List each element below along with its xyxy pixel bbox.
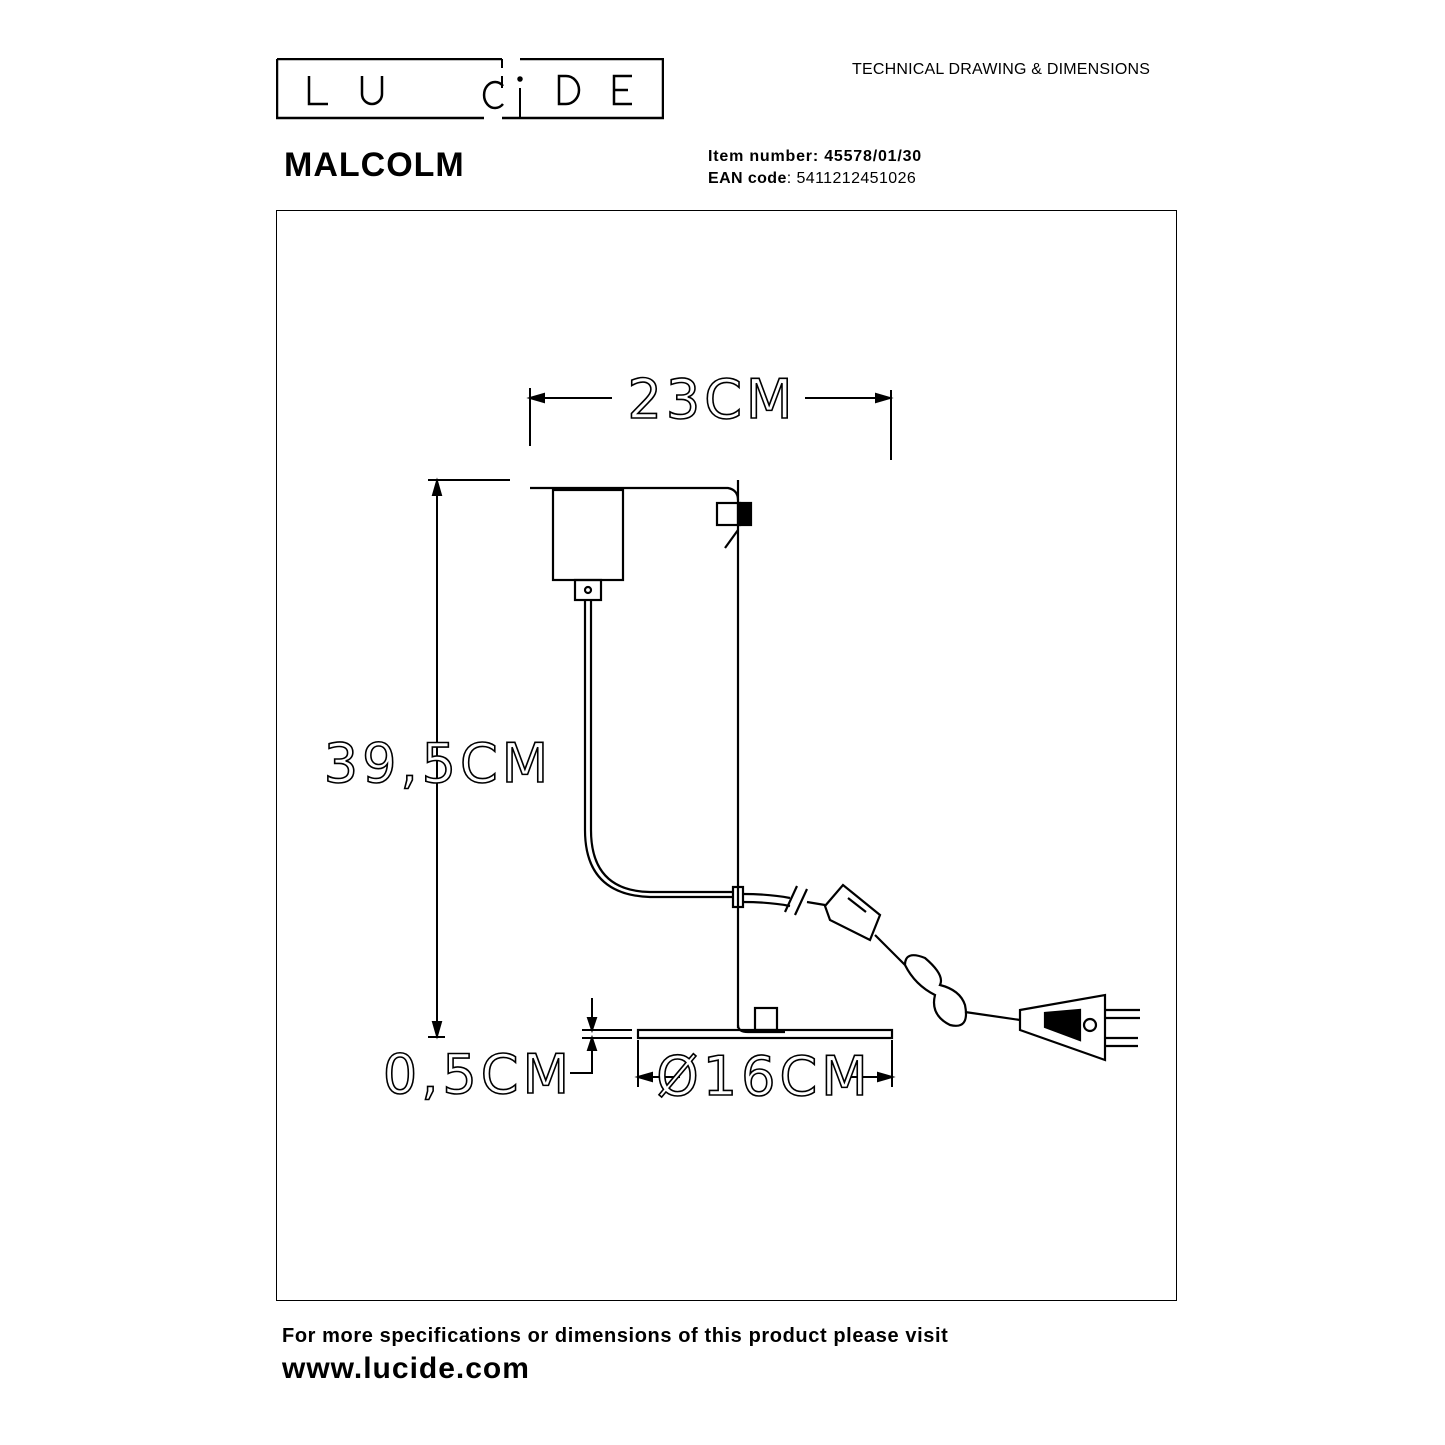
ean-line: EAN code: 5411212451026 — [708, 170, 916, 188]
item-number-label: Item number: — [708, 148, 819, 165]
base-thickness-label: 0,5CM — [383, 1043, 573, 1106]
base-diameter-label: Ø16CM — [656, 1045, 872, 1108]
item-number: 45578/01/30 — [824, 148, 922, 165]
height-dimension-lines — [428, 477, 510, 1040]
item-number-line: Item number: 45578/01/30 — [708, 148, 922, 166]
diameter-dimension-lines — [634, 1040, 896, 1087]
drawing-frame — [276, 210, 1177, 1301]
document-type: TECHNICAL DRAWING & DIMENSIONS — [852, 61, 1151, 78]
footer-text: For more specifications or dimensions of… — [282, 1325, 949, 1347]
website-link[interactable]: www.lucide.com — [282, 1352, 530, 1385]
ean-label: EAN code — [708, 170, 787, 187]
width-dimension-lines — [526, 388, 894, 460]
thickness-dimension-lines — [570, 998, 632, 1074]
height-label: 39,5CM — [324, 732, 553, 795]
ean-code: : 5411212451026 — [786, 170, 917, 187]
product-name: MALCOLM — [284, 146, 465, 184]
width-label: 23CM — [627, 368, 796, 431]
lucide-logo — [276, 58, 664, 120]
lamp-body — [530, 480, 1140, 1062]
